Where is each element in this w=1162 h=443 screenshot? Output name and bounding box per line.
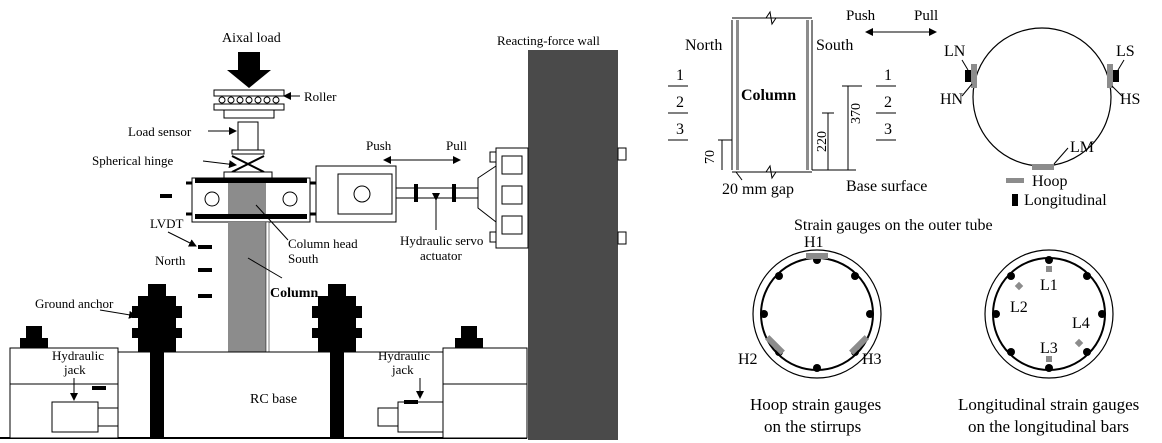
column-label: Column bbox=[270, 286, 318, 301]
dim-220: 220 bbox=[815, 131, 830, 152]
l1-label: L1 bbox=[1040, 277, 1058, 294]
h1-label: H1 bbox=[804, 234, 824, 251]
outer-tube-elevation: North South Column 1 2 3 1 2 3 70 220 37… bbox=[668, 10, 927, 198]
reacting-wall-label: Reacting-force wall bbox=[497, 33, 600, 48]
outer-tube-caption: Strain gauges on the outer tube bbox=[794, 217, 993, 234]
gauge-hoop-hn bbox=[971, 64, 977, 88]
jack-right-label-line1: Hydraulic bbox=[378, 348, 430, 363]
actuator-label-line2: actuator bbox=[420, 248, 463, 263]
column-head-assembly bbox=[160, 177, 316, 223]
load-sensor-label: Load sensor bbox=[128, 124, 192, 139]
dim-70: 70 bbox=[703, 150, 718, 164]
gauge-hoop-lm bbox=[1032, 164, 1054, 170]
south-label: South bbox=[816, 37, 853, 54]
dim-370: 370 bbox=[849, 103, 864, 124]
level-right-3: 3 bbox=[884, 121, 892, 138]
hydraulic-jack-right bbox=[377, 326, 528, 439]
hydraulic-servo-actuator bbox=[315, 165, 497, 224]
lvdt-sensor bbox=[198, 268, 212, 272]
l3-label: L3 bbox=[1040, 340, 1058, 357]
stirrups-caption-line1: Hoop strain gauges bbox=[750, 395, 881, 414]
spherical-hinge-label: Spherical hinge bbox=[92, 153, 173, 168]
reacting-force-wall bbox=[528, 50, 618, 440]
gauge-hoop-h2 bbox=[765, 335, 785, 355]
gauge-long-l3 bbox=[1046, 356, 1052, 362]
north-label: North bbox=[685, 37, 722, 54]
level-right-1: 1 bbox=[884, 67, 892, 84]
legend-long-swatch bbox=[1012, 194, 1018, 206]
jack-right-label-line2: jack bbox=[391, 362, 414, 377]
south-label: South bbox=[288, 251, 319, 266]
spherical-hinge bbox=[223, 149, 273, 179]
axial-load-label: Aixal load bbox=[222, 31, 281, 46]
legend-hoop-label: Hoop bbox=[1032, 173, 1068, 190]
base-surface-label: Base surface bbox=[846, 178, 927, 195]
pull-label: Pull bbox=[914, 8, 938, 24]
legend-long-label: Longitudinal bbox=[1024, 192, 1107, 209]
gauge-hoop-h1 bbox=[806, 253, 828, 259]
column-head-label: Column head bbox=[288, 236, 358, 251]
gauge-long-l1 bbox=[1046, 266, 1052, 272]
h3-label: H3 bbox=[862, 351, 882, 368]
test-rig-diagram: Reacting-force wall Aixal load Roller Lo… bbox=[0, 31, 627, 440]
gauge-long-l2 bbox=[1014, 281, 1024, 291]
lvdt-sensor bbox=[198, 245, 212, 249]
axial-load-arrow bbox=[227, 52, 271, 88]
l2-label: L2 bbox=[1010, 299, 1028, 316]
ground-anchor-left bbox=[132, 284, 182, 438]
long-bars-caption-line2: on the longitudinal bars bbox=[968, 417, 1129, 436]
ground-anchor-label: Ground anchor bbox=[35, 296, 114, 311]
rc-base-label: RC base bbox=[250, 392, 297, 407]
gauge-long-ln bbox=[965, 70, 971, 82]
gap-label: 20 mm gap bbox=[722, 181, 794, 198]
column bbox=[228, 222, 266, 367]
outer-tube-cross-section: LN HN LS HS LM Hoop Longitudinal bbox=[940, 27, 1140, 209]
longitudinal-bars-section: L1 L2 L3 L4 bbox=[984, 249, 1114, 379]
hs-label: HS bbox=[1120, 91, 1140, 108]
actuator-label-line1: Hydraulic servo bbox=[400, 233, 483, 248]
level-left-2: 2 bbox=[676, 94, 684, 111]
roller-label: Roller bbox=[304, 89, 337, 104]
level-right-2: 2 bbox=[884, 94, 892, 111]
pull-label: Pull bbox=[446, 138, 467, 153]
column-label: Column bbox=[741, 87, 796, 104]
gauge-long-ls bbox=[1113, 70, 1119, 82]
roller bbox=[213, 89, 285, 119]
jack-left-label-line1: Hydraulic bbox=[52, 348, 104, 363]
lm-label: LM bbox=[1070, 139, 1094, 156]
l4-label: L4 bbox=[1072, 315, 1090, 332]
ls-label: LS bbox=[1116, 43, 1135, 60]
wall-bracket bbox=[489, 147, 627, 249]
level-left-3: 3 bbox=[676, 121, 684, 138]
legend-hoop-swatch bbox=[1006, 178, 1024, 183]
push-label: Push bbox=[846, 8, 876, 24]
load-sensor bbox=[237, 121, 259, 151]
gauge-long-l4 bbox=[1074, 338, 1084, 348]
gauge-hoop-h3 bbox=[849, 335, 869, 355]
level-left-1: 1 bbox=[676, 67, 684, 84]
push-label: Push bbox=[366, 138, 392, 153]
lvdt-sensor bbox=[198, 294, 212, 298]
ln-label: LN bbox=[944, 43, 966, 60]
hn-label: HN bbox=[940, 91, 964, 108]
hydraulic-jack-left bbox=[9, 326, 119, 439]
lvdt-label: LVDT bbox=[150, 216, 184, 231]
gauge-hoop-hs bbox=[1107, 64, 1113, 88]
long-bars-caption-line1: Longitudinal strain gauges bbox=[958, 395, 1139, 414]
stirrups-section: H1 H2 H3 bbox=[738, 234, 882, 379]
h2-label: H2 bbox=[738, 351, 758, 368]
jack-left-label-line2: jack bbox=[63, 362, 86, 377]
north-label: North bbox=[155, 253, 186, 268]
stirrups-caption-line2: on the stirrups bbox=[764, 417, 861, 436]
ground-anchor-right bbox=[312, 284, 362, 438]
